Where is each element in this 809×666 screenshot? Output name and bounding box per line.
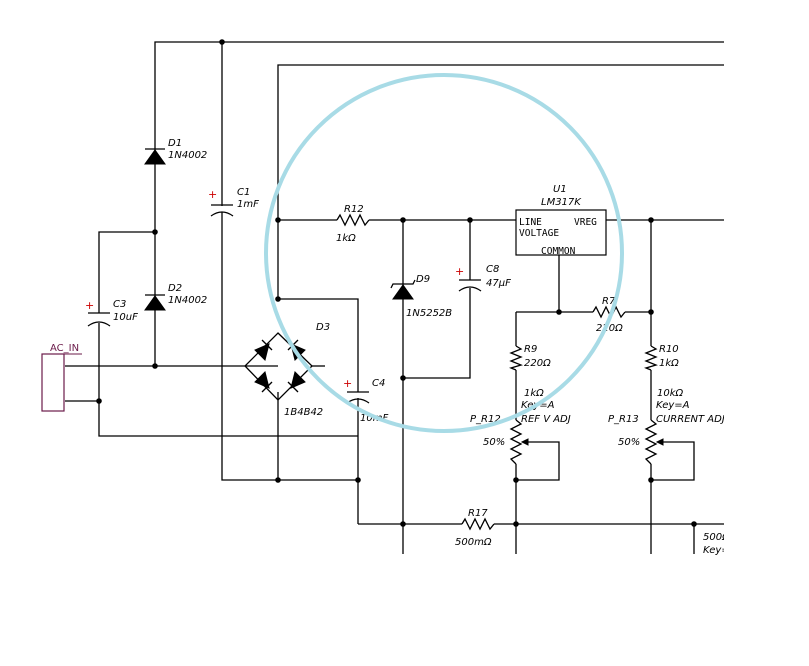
svg-text:Key=A: Key=A bbox=[656, 400, 690, 411]
svg-text:U1: U1 bbox=[553, 184, 567, 195]
junction-dots bbox=[96, 39, 697, 527]
diode-d1: D1 1N4002 bbox=[144, 138, 207, 165]
svg-text:220Ω: 220Ω bbox=[524, 358, 551, 369]
svg-text:R7: R7 bbox=[602, 296, 616, 307]
svg-text:VOLTAGE: VOLTAGE bbox=[519, 228, 559, 239]
resistor-r10: R10 1kΩ bbox=[644, 344, 679, 371]
svg-text:D1: D1 bbox=[168, 138, 182, 149]
svg-text:C1: C1 bbox=[237, 187, 250, 198]
svg-text:C8: C8 bbox=[486, 264, 499, 275]
resistor-r12: R12 1kΩ bbox=[336, 204, 370, 244]
svg-text:+: + bbox=[455, 265, 464, 278]
svg-text:VREG: VREG bbox=[574, 217, 597, 228]
svg-text:R10: R10 bbox=[659, 344, 679, 355]
potentiometer-partial: 500Ω Key=A bbox=[703, 532, 737, 556]
capacitor-c8: + C8 47µF bbox=[455, 264, 511, 292]
resistor-r9: R9 220Ω bbox=[509, 344, 551, 371]
svg-text:1kΩ: 1kΩ bbox=[524, 388, 544, 399]
capacitor-c3: + C3 10uF bbox=[85, 299, 138, 327]
diode-d2: D2 1N4002 bbox=[144, 283, 207, 311]
svg-text:47µF: 47µF bbox=[486, 278, 511, 289]
svg-text:500mΩ: 500mΩ bbox=[455, 537, 492, 548]
regulator-u1: U1 LM317K LINE VOLTAGE VREG COMMON bbox=[515, 184, 607, 257]
svg-text:R9: R9 bbox=[524, 344, 537, 355]
connector-ref: AC_IN bbox=[50, 343, 79, 354]
svg-text:Key=A: Key=A bbox=[703, 545, 737, 556]
svg-text:D2: D2 bbox=[168, 283, 182, 294]
svg-text:CURRENT ADJ: CURRENT ADJ bbox=[656, 414, 725, 425]
svg-text:REF V ADJ: REF V ADJ bbox=[521, 414, 571, 425]
svg-text:COMMON: COMMON bbox=[541, 246, 576, 257]
svg-text:1B4B42: 1B4B42 bbox=[284, 407, 323, 418]
zener-diode-d9: D9 1N5252B bbox=[390, 274, 452, 319]
resistor-r17: R17 500mΩ bbox=[455, 508, 495, 548]
svg-text:R17: R17 bbox=[468, 508, 488, 519]
ac-in-connector: AC_IN bbox=[41, 343, 82, 412]
svg-text:+: + bbox=[208, 188, 217, 201]
svg-text:C4: C4 bbox=[372, 378, 385, 389]
svg-text:50%: 50% bbox=[618, 437, 640, 448]
svg-text:LM317K: LM317K bbox=[541, 197, 582, 208]
svg-text:10kΩ: 10kΩ bbox=[657, 388, 684, 399]
svg-text:1kΩ: 1kΩ bbox=[659, 358, 679, 369]
svg-text:D9: D9 bbox=[416, 274, 430, 285]
svg-text:1N5252B: 1N5252B bbox=[406, 308, 452, 319]
capacitor-c4: + C4 10mF bbox=[343, 377, 388, 424]
highlight-circle bbox=[264, 73, 624, 433]
svg-text:50%: 50% bbox=[483, 437, 505, 448]
svg-text:+: + bbox=[85, 299, 94, 312]
svg-text:1mF: 1mF bbox=[237, 199, 259, 210]
svg-text:1kΩ: 1kΩ bbox=[336, 233, 356, 244]
svg-text:+: + bbox=[343, 377, 352, 390]
capacitor-c1: + C1 1mF bbox=[208, 187, 259, 217]
svg-text:P_R13: P_R13 bbox=[608, 414, 639, 425]
svg-text:220Ω: 220Ω bbox=[596, 323, 623, 334]
svg-text:C3: C3 bbox=[113, 299, 126, 310]
svg-text:LINE: LINE bbox=[519, 217, 542, 228]
svg-text:D3: D3 bbox=[316, 322, 330, 333]
svg-text:10uF: 10uF bbox=[113, 312, 138, 323]
svg-text:P_R12: P_R12 bbox=[470, 414, 501, 425]
potentiometer-p-r13: 10kΩ Key=A P_R13 CURRENT ADJ 50% bbox=[608, 388, 725, 465]
svg-text:R12: R12 bbox=[344, 204, 364, 215]
svg-text:500Ω: 500Ω bbox=[703, 532, 730, 543]
resistor-r7: R7 220Ω bbox=[592, 296, 626, 334]
svg-text:1N4002: 1N4002 bbox=[168, 150, 207, 161]
svg-text:1N4002: 1N4002 bbox=[168, 295, 207, 306]
